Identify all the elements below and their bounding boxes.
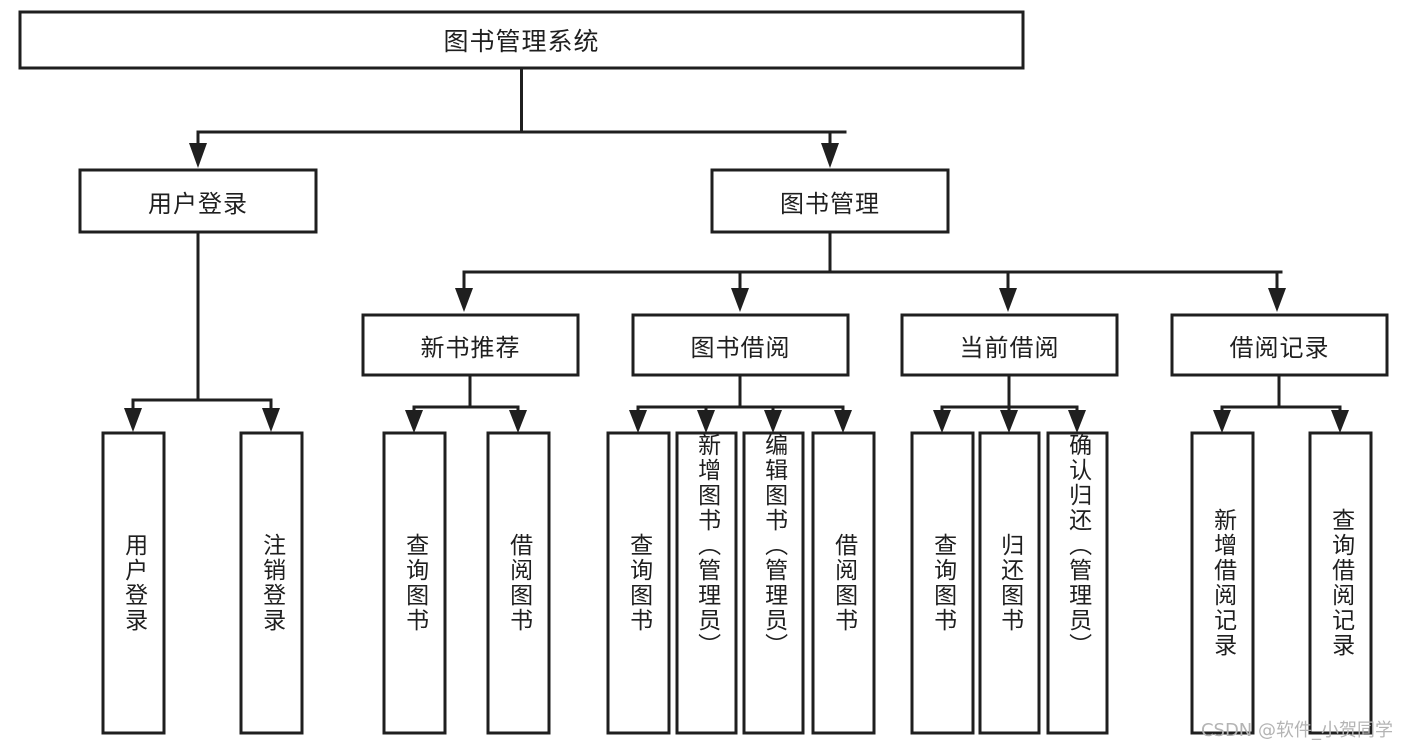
- node-box-leaf-add-book[interactable]: [675, 431, 738, 735]
- arrow-head-leaf-user-login: [124, 408, 142, 432]
- arrow-head-leaf-logout: [262, 408, 280, 432]
- node-box-leaf-query-book-2[interactable]: [606, 431, 671, 735]
- arrow-head-leaf-add-record: [1213, 410, 1231, 433]
- node-box-leaf-query-book-3[interactable]: [910, 431, 975, 735]
- arrow-head-leaf-query-book-1: [405, 410, 423, 433]
- node-box-leaf-query-book-1[interactable]: [382, 431, 447, 735]
- arrow-head-leaf-return-book: [1000, 410, 1018, 433]
- arrow-head-leaf-query-book-3: [933, 410, 951, 433]
- arrow-head-borrow-record: [1268, 288, 1286, 312]
- node-box-leaf-borrow-book-1[interactable]: [486, 431, 551, 735]
- node-box-book-borrow[interactable]: [631, 313, 850, 377]
- node-box-root[interactable]: [18, 10, 1025, 70]
- arrow-head-book-borrow: [731, 288, 749, 312]
- node-box-leaf-confirm-return[interactable]: [1046, 431, 1109, 735]
- node-box-leaf-logout[interactable]: [239, 431, 304, 735]
- node-box-current-borrow[interactable]: [900, 313, 1119, 377]
- arrow-head-leaf-query-record: [1331, 410, 1349, 433]
- arrow-head-leaf-borrow-book-1: [509, 410, 527, 433]
- arrow-head-user-login: [189, 143, 207, 168]
- node-box-user-login[interactable]: [78, 168, 318, 234]
- arrow-head-current-borrow: [999, 288, 1017, 312]
- node-box-leaf-query-record[interactable]: [1308, 431, 1373, 735]
- arrow-head-leaf-edit-book: [764, 410, 782, 433]
- node-box-leaf-return-book[interactable]: [978, 431, 1041, 735]
- node-box-leaf-borrow-book-2[interactable]: [811, 431, 876, 735]
- node-box-leaf-edit-book[interactable]: [742, 431, 805, 735]
- node-box-leaf-add-record[interactable]: [1190, 431, 1255, 735]
- arrow-head-leaf-add-book: [697, 410, 715, 433]
- node-box-borrow-record[interactable]: [1170, 313, 1389, 377]
- node-box-new-book-rec[interactable]: [361, 313, 580, 377]
- arrow-head-leaf-borrow-book-2: [834, 410, 852, 433]
- arrow-head-book-manage: [821, 143, 839, 168]
- node-box-book-manage[interactable]: [710, 168, 950, 234]
- arrow-head-leaf-query-book-2: [629, 410, 647, 433]
- arrow-head-leaf-confirm-return: [1068, 410, 1086, 433]
- node-box-leaf-user-login[interactable]: [101, 431, 166, 735]
- arrow-head-new-book-rec: [455, 288, 473, 312]
